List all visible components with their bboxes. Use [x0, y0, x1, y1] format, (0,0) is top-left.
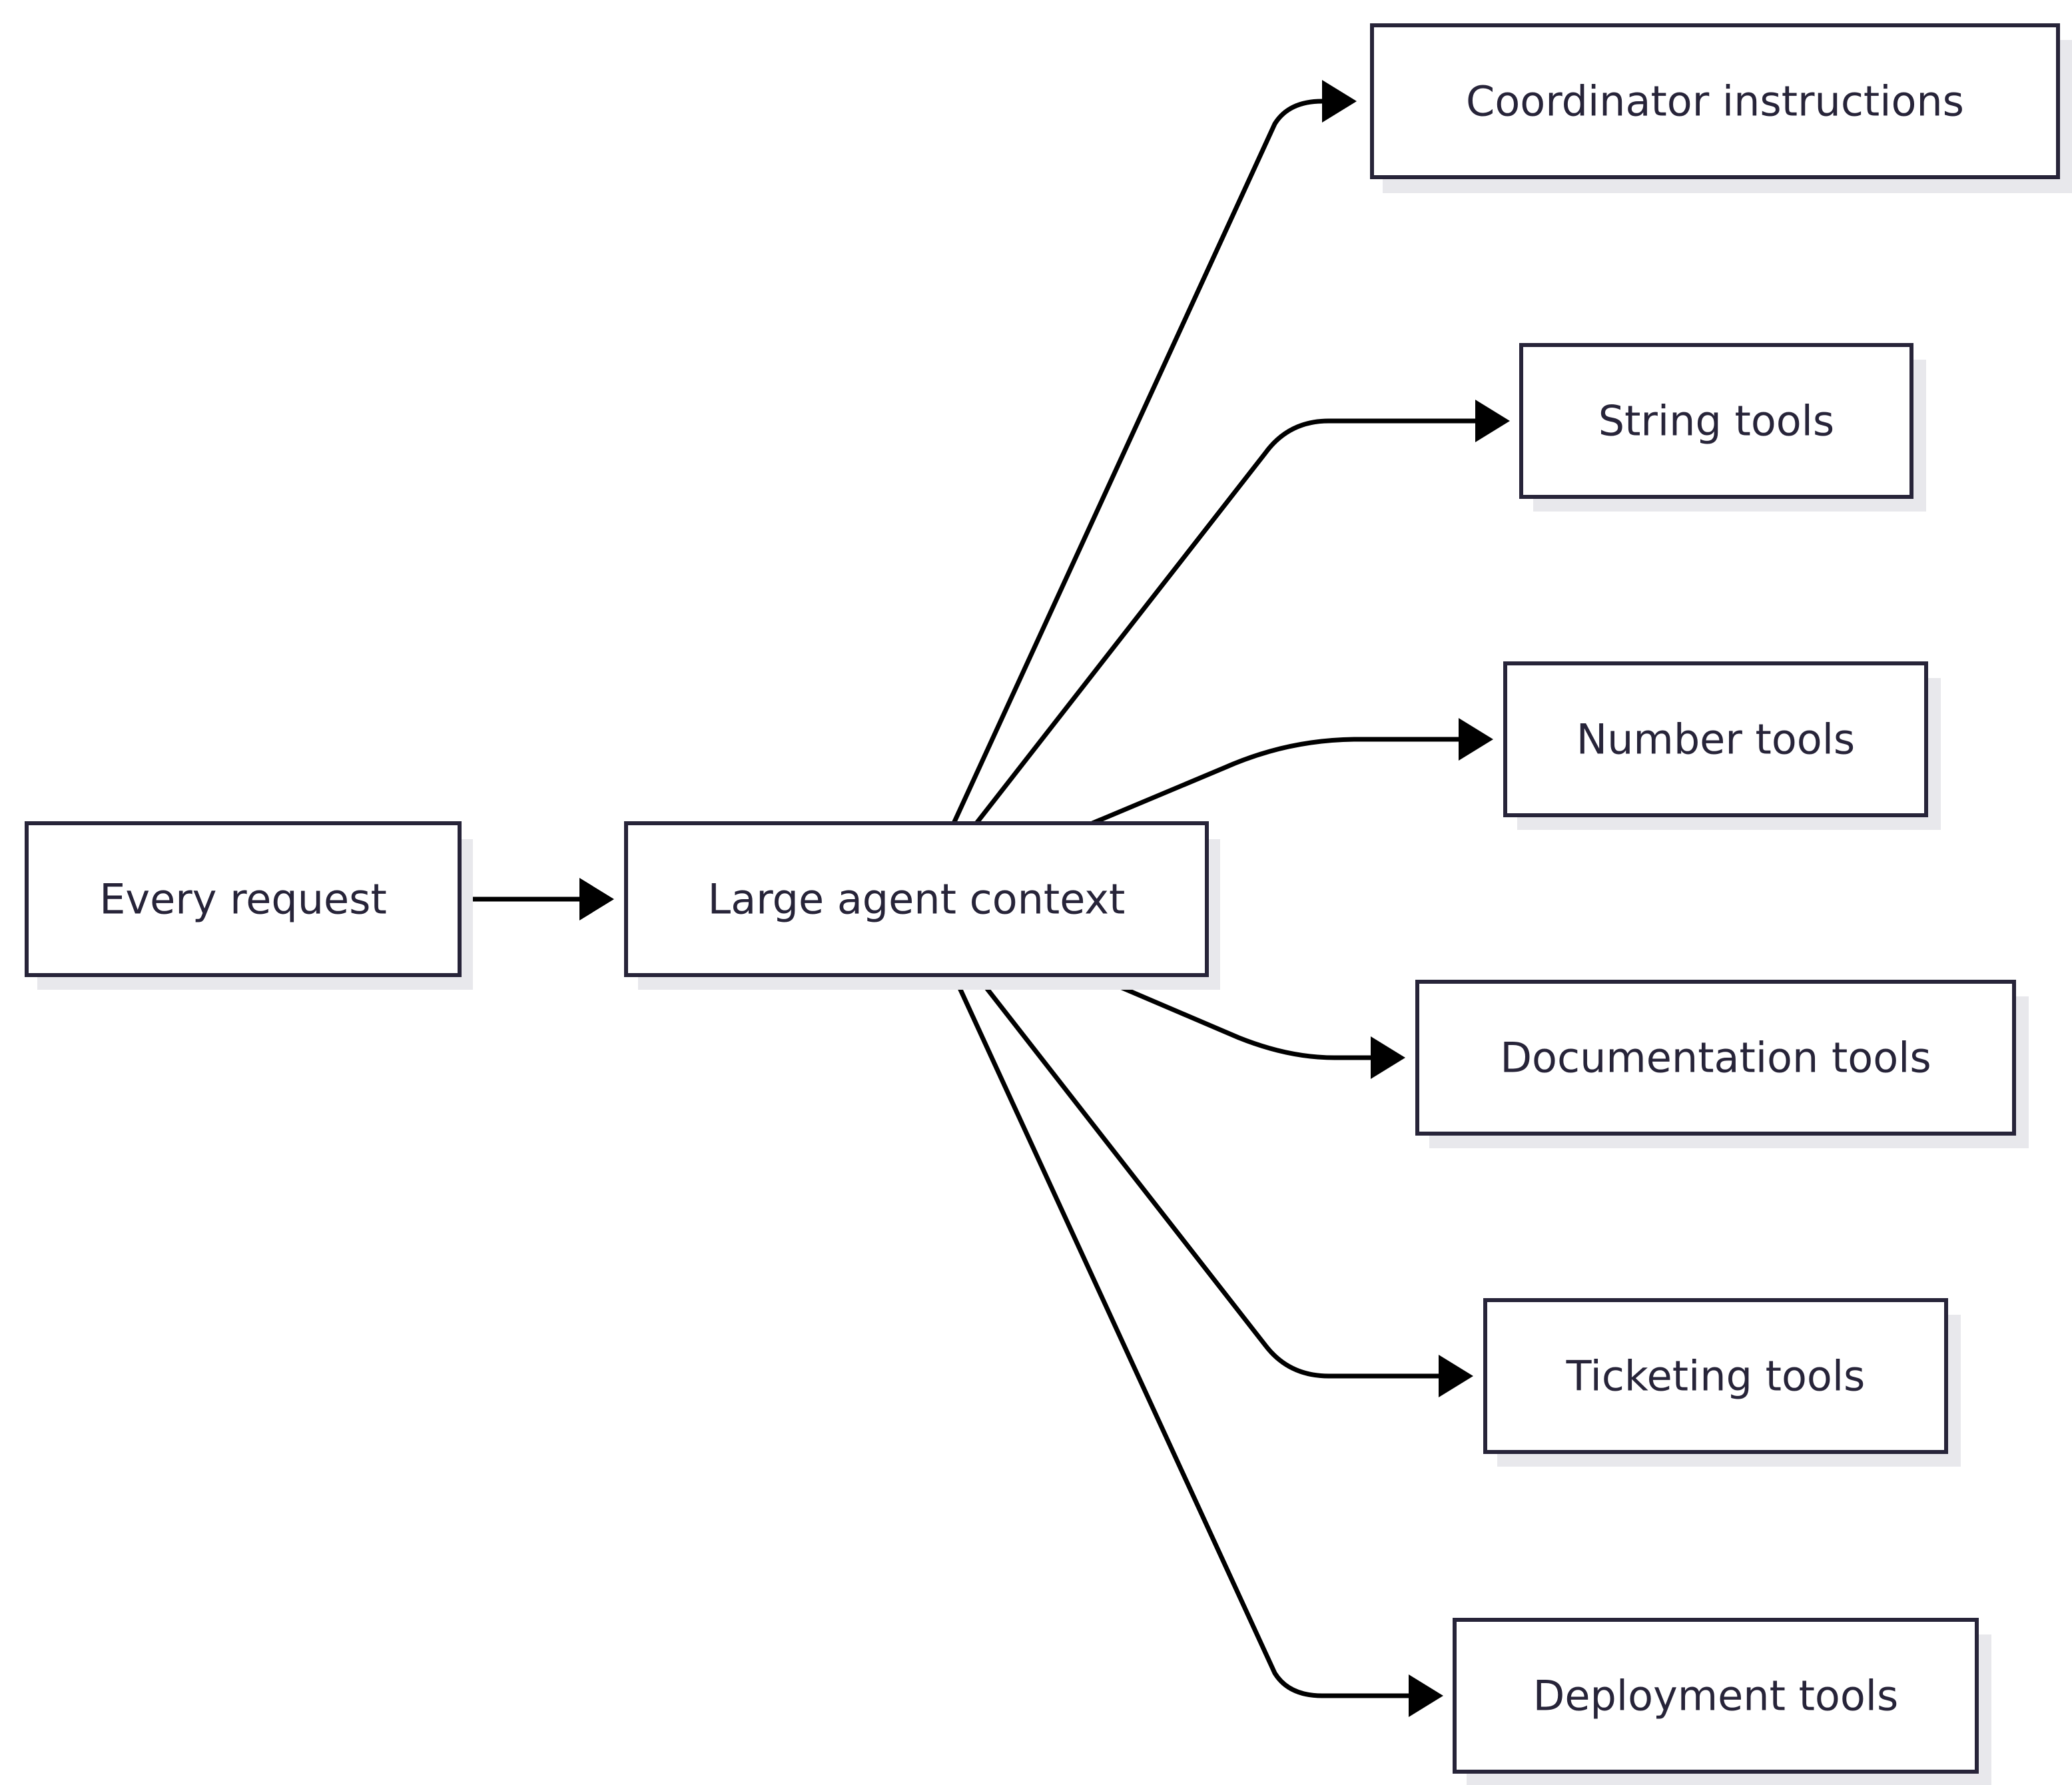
arrow-head-icon: [1459, 718, 1493, 761]
node-string-tools-box: [1519, 343, 1913, 499]
edge-every-request-to-large-agent-context: [461, 878, 614, 920]
node-coordinator-instructions-label: Coordinator instructions: [1466, 77, 1964, 126]
edge-large-agent-context-to-coordinator-instructions: [951, 80, 1357, 825]
edge-large-agent-context-to-string-tools: [974, 400, 1510, 825]
node-deployment-tools[interactable]: Deployment tools: [1453, 1618, 1991, 1785]
arrow-head-icon: [1475, 400, 1510, 442]
node-every-request[interactable]: Every request: [25, 821, 473, 990]
node-every-request-label: Every request: [99, 875, 387, 924]
node-documentation-tools[interactable]: Documentation tools: [1415, 980, 2029, 1148]
nodes: Every request Large agent context Coordi…: [25, 23, 2072, 1785]
node-number-tools-label: Number tools: [1576, 715, 1855, 764]
arrow-head-icon: [1409, 1674, 1443, 1717]
node-every-request-box: [25, 821, 462, 977]
arrow-head-icon: [1322, 80, 1357, 123]
node-coordinator-instructions[interactable]: Coordinator instructions: [1370, 23, 2072, 193]
arrow-head-icon: [579, 878, 614, 920]
node-ticketing-tools-label: Ticketing tools: [1566, 1352, 1866, 1401]
node-number-tools[interactable]: Number tools: [1503, 661, 1941, 830]
arrow-head-icon: [1439, 1355, 1473, 1397]
edge-large-agent-context-to-deployment-tools: [951, 974, 1443, 1717]
node-deployment-tools-label: Deployment tools: [1533, 1672, 1899, 1720]
node-coordinator-instructions-box: [1370, 23, 2060, 179]
edge-large-agent-context-to-number-tools: [1091, 718, 1493, 826]
arrow-head-icon: [1371, 1036, 1405, 1079]
node-documentation-tools-box: [1415, 980, 2016, 1136]
node-string-tools[interactable]: String tools: [1519, 343, 1926, 512]
node-ticketing-tools[interactable]: Ticketing tools: [1483, 1298, 1961, 1467]
node-string-tools-label: String tools: [1598, 397, 1834, 446]
node-large-agent-context-box: [624, 821, 1209, 977]
node-large-agent-context-label: Large agent context: [708, 875, 1126, 924]
node-deployment-tools-box: [1453, 1618, 1979, 1774]
edge-large-agent-context-to-ticketing-tools: [974, 973, 1473, 1397]
node-number-tools-box: [1503, 661, 1928, 817]
node-ticketing-tools-box: [1483, 1298, 1948, 1454]
node-large-agent-context[interactable]: Large agent context: [624, 821, 1220, 990]
edge-large-agent-context-to-documentation-tools: [1091, 972, 1405, 1079]
node-documentation-tools-label: Documentation tools: [1500, 1034, 1931, 1082]
edges: [461, 80, 1510, 1717]
